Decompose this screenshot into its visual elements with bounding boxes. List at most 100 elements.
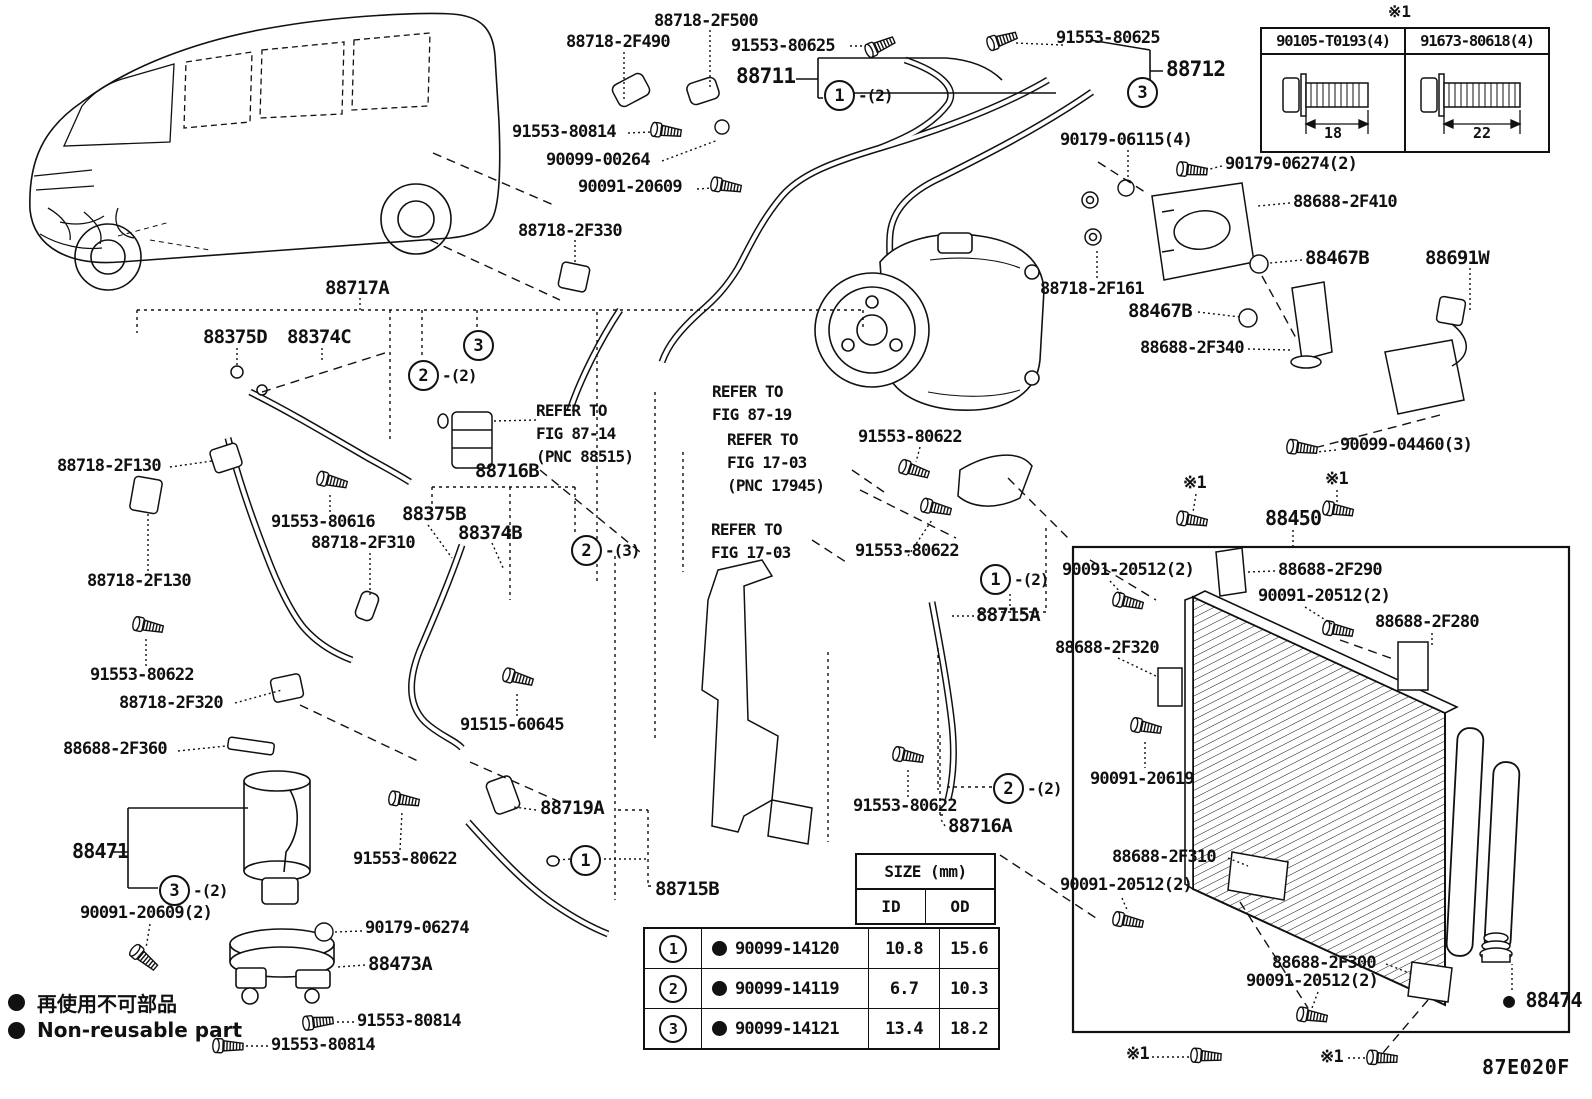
callout-number: 1: [570, 845, 601, 876]
part-number-label: 88688-2F410: [1293, 192, 1398, 212]
callout-number: 2-(3): [571, 535, 641, 566]
part-number-label: 88718-2F161: [1040, 279, 1145, 299]
part-number-label: 88718-2F320: [119, 693, 224, 713]
refbox-note: ※1: [1388, 2, 1412, 21]
non-reusable-dot-icon: [712, 1021, 727, 1036]
part-number-label: 88688-2F290: [1278, 560, 1383, 580]
size-table-header: SIZE (mm) ID OD: [855, 853, 996, 925]
part-number-label: 88688-2F340: [1140, 338, 1245, 358]
refer-to-note: REFER TO FIG 17-03: [711, 520, 791, 563]
inner-diameter-value: 13.4: [869, 1009, 940, 1048]
ac-pipes: [224, 56, 1094, 938]
part-number-label: 88711: [736, 64, 796, 88]
part-number-label: 88688-2F310: [1112, 847, 1217, 867]
part-number-label: 91553-80622: [858, 427, 963, 447]
part-number-label: 91553-80616: [271, 512, 376, 532]
outer-diameter-value: 18.2: [950, 1018, 989, 1039]
callout-quantity: -(2): [858, 86, 894, 105]
callout-quantity: -(2): [193, 881, 229, 900]
receiver-drier: [229, 770, 335, 1005]
size-table-title: SIZE (mm): [855, 853, 996, 890]
callout-quantity: -(3): [605, 541, 641, 560]
part-number-label: 90091-20512(2): [1246, 971, 1379, 991]
size-table-col-od: OD: [950, 897, 970, 916]
part-number-label: 88718-2F310: [311, 533, 416, 553]
callout-quantity: -(2): [442, 366, 478, 385]
part-number-label: 91553-80814: [512, 122, 617, 142]
callout-number: 3: [463, 330, 494, 361]
refbox-bolt-length: 22: [1473, 124, 1491, 140]
row-callout-number: 1: [659, 934, 687, 963]
part-number-label: 88375B: [402, 503, 467, 525]
callout-circle: 2: [571, 535, 602, 566]
part-number-label: 88375D: [203, 326, 268, 348]
part-number-label: ※1: [1126, 1044, 1150, 1064]
part-number-label: 90091-20609(2): [80, 903, 213, 923]
callout-number: 3-(2): [159, 875, 229, 906]
callout-number: 3: [1127, 77, 1158, 108]
van-sketch: [29, 12, 501, 291]
part-number-label: 88374C: [287, 326, 352, 348]
part-number-label: 88467B: [1128, 300, 1193, 322]
part-number-label: 88688-2F280: [1375, 612, 1480, 632]
part-number-label: 88718-2F130: [57, 456, 162, 476]
leader-lines: [112, 30, 1513, 1059]
outer-diameter-value: 15.6: [950, 938, 989, 959]
part-number-label: 88715A: [976, 604, 1041, 626]
part-number-label: 90179-06274: [365, 918, 470, 938]
part-number-label: 91553-80622: [90, 665, 195, 685]
part-number-label: 88716B: [475, 460, 540, 482]
part-number-label: 91553-80622: [353, 849, 458, 869]
part-number-label: 88712: [1166, 57, 1226, 81]
fastener-bolts: [127, 28, 1399, 1067]
non-reusable-dot-icon: [712, 981, 727, 996]
refbox-bolt-figure: 22: [1406, 55, 1548, 151]
refer-to-note: REFER TO FIG 17-03 (PNC 17945): [727, 430, 825, 496]
part-number-label: 88715B: [655, 878, 720, 900]
part-number-label: 88688-2F300: [1272, 953, 1377, 973]
refbox-part-number: 91673-80618(4): [1406, 29, 1548, 55]
part-number-label: 88374B: [458, 522, 523, 544]
part-number-label: 88717A: [325, 277, 390, 299]
part-number-label: 88719A: [540, 797, 605, 819]
legend-row-en: Non-reusable part: [8, 1016, 242, 1044]
part-number-label: 88718-2F130: [87, 571, 192, 591]
callout-number: 2-(2): [993, 773, 1063, 804]
reference-bolt-box: 90105-T0193(4) 18: [1260, 27, 1550, 153]
small-parts: [129, 72, 1467, 867]
part-number-label: 90179-06115(4): [1060, 130, 1193, 150]
part-number-label: 88718-2F330: [518, 221, 623, 241]
non-reusable-dot-icon: [8, 1021, 25, 1039]
callout-circle: 3: [463, 330, 494, 361]
part-number-label: 91553-80814: [357, 1011, 462, 1031]
refer-to-note: REFER TO FIG 87-19: [712, 382, 792, 425]
legend-text-en: Non-reusable part: [37, 1018, 243, 1042]
legend-row-jp: 再使用不可部品: [8, 988, 242, 1016]
callout-quantity: -(2): [1027, 779, 1063, 798]
callout-quantity: -(2): [1014, 570, 1050, 589]
refbox-cell: 90105-T0193(4) 18: [1262, 29, 1406, 151]
oring-part-number: 90099-14119: [735, 978, 840, 999]
row-callout-number: 3: [659, 1014, 687, 1043]
part-number-label: 90099-00264: [546, 150, 651, 170]
callout-circle: 3: [159, 875, 190, 906]
condenser-assembly: [1071, 545, 1571, 1034]
part-number-label: 90091-20512(2): [1062, 560, 1195, 580]
part-number-label: 88450: [1265, 506, 1322, 530]
part-number-label: 88467B: [1305, 247, 1370, 269]
callout-circle: 1: [824, 80, 855, 111]
callout-circle: 1: [570, 845, 601, 876]
part-number-label: ※1: [1325, 469, 1349, 489]
callout-number: 1-(2): [980, 564, 1050, 595]
part-number-label: 88718-2F490: [566, 32, 671, 52]
part-number-label: ※1: [1320, 1047, 1344, 1067]
part-number-label: 91553-80622: [853, 796, 958, 816]
part-number-label: 88688-2F320: [1055, 638, 1160, 658]
diagram-code: 87E020F: [1482, 1055, 1570, 1079]
compressor: [814, 232, 1045, 411]
inner-diameter-value: 6.7: [869, 969, 940, 1008]
